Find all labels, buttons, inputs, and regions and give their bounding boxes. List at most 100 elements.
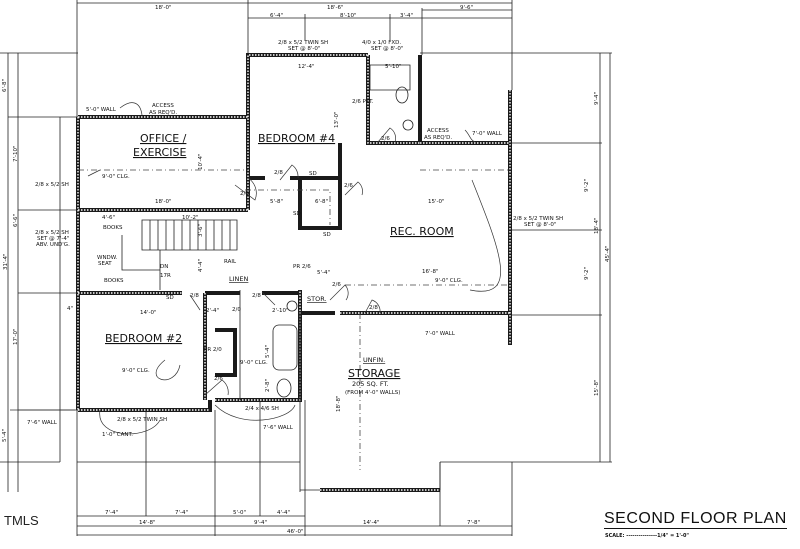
dim-label: 6'-4" bbox=[270, 13, 283, 19]
door-label: 2/8 bbox=[190, 293, 199, 299]
sink-lower bbox=[286, 300, 298, 312]
door-label: 2/6 bbox=[381, 136, 390, 142]
note: 7'-0" WALL bbox=[472, 131, 503, 137]
fixtures bbox=[272, 86, 414, 398]
door-label: 2/8 bbox=[274, 170, 283, 176]
door-label: 2/8 bbox=[252, 293, 261, 299]
dim-label: 9'-2" bbox=[584, 267, 590, 280]
dim-label: 14'-4" bbox=[363, 520, 380, 526]
note: 9'-0" CLG. bbox=[122, 368, 150, 374]
room-label-unfin: UNFIN. bbox=[363, 356, 385, 364]
dim-label: 8'-10" bbox=[340, 13, 357, 19]
dim-label: 14'-8" bbox=[139, 520, 156, 526]
dim-label: 5'-10" bbox=[385, 64, 402, 70]
stairs bbox=[121, 219, 238, 290]
dim-label: 4'-6" bbox=[102, 215, 115, 221]
note: BOOKS bbox=[104, 278, 124, 284]
note: SET @ 8'-0" bbox=[524, 222, 556, 228]
dim-label: 12'-4" bbox=[298, 64, 315, 70]
note: SET @ 8'-0" bbox=[288, 46, 320, 52]
dim-label: 10'-2" bbox=[182, 215, 199, 221]
door-label: 2/6 bbox=[214, 376, 223, 382]
dim-label: 15'-0" bbox=[428, 199, 445, 205]
dim-label: 3'-6" bbox=[198, 224, 204, 237]
dim-label: 31'-4" bbox=[3, 253, 9, 270]
dim-label: 18'-0" bbox=[155, 5, 172, 11]
dim-label: 15'-8" bbox=[594, 379, 600, 396]
dim-label: 16'-8" bbox=[422, 269, 439, 275]
note: 2/8 x 5/2 TWIN SH bbox=[278, 40, 328, 46]
dim-label: 14'-0" bbox=[140, 310, 157, 316]
notes: 5'-0" WALL ACCESS AS REQ'D. ACCESS AS RE… bbox=[27, 40, 563, 438]
room-label-office: OFFICE / bbox=[140, 132, 187, 145]
door-label: 2/8 bbox=[369, 305, 378, 311]
dim-label: 5'-4" bbox=[265, 345, 271, 358]
drawing-scale: SCALE: ---------------1/4" = 1'-0" bbox=[605, 533, 689, 539]
walls bbox=[76, 53, 512, 492]
dim-label: 6'-6" bbox=[13, 214, 19, 227]
dim-label: 2'-4" bbox=[206, 308, 219, 314]
dimension-labels: 18'-0" 18'-6" 9'-6" 6'-4" 8'-10" 3'-4" 1… bbox=[2, 5, 611, 535]
note: ACCESS bbox=[152, 103, 174, 109]
room-label-rec-room: REC. ROOM bbox=[390, 225, 454, 238]
dim-label: 18'-8" bbox=[336, 395, 342, 412]
note: ACCESS bbox=[427, 128, 449, 134]
smoke-detector-label: SD bbox=[323, 232, 331, 238]
note: 17R bbox=[160, 273, 171, 279]
note: 9'-0" CLG. bbox=[435, 278, 463, 284]
dim-label: 6'-8" bbox=[315, 199, 328, 205]
door-label: 2/6 bbox=[344, 183, 353, 189]
dim-label: 46'-0" bbox=[287, 529, 304, 535]
dim-label: 3'-4" bbox=[400, 13, 413, 19]
dim-label: 5'-8" bbox=[270, 199, 283, 205]
note: 2/8 x 5/2 TWIN SH bbox=[513, 216, 563, 222]
dim-label: 4" bbox=[67, 306, 73, 312]
dim-label: 18'-4" bbox=[594, 217, 600, 234]
note: 7'-6" WALL bbox=[263, 425, 294, 431]
note: 7'-0" WALL bbox=[425, 331, 456, 337]
dim-label: 5'-0" bbox=[233, 510, 246, 516]
note: SEAT bbox=[98, 261, 112, 267]
dim-label: 7'-10" bbox=[13, 145, 19, 162]
note: 2/8 x 5/2 SH bbox=[35, 182, 69, 188]
dim-label: 9'-4" bbox=[254, 520, 267, 526]
dim-label: 7'-4" bbox=[105, 510, 118, 516]
note: 2/8 x 5/2 SH bbox=[35, 230, 69, 236]
dim-label: 2'-8" bbox=[265, 379, 271, 392]
storage-area-note: (FROM 4'-0" WALLS) bbox=[345, 390, 400, 396]
door-label: 2/0 bbox=[232, 307, 241, 313]
door-label: 2/6 bbox=[332, 282, 341, 288]
dim-label: 2'-10" bbox=[272, 308, 289, 314]
note: PR 2/0 bbox=[204, 347, 222, 353]
sink-upper bbox=[402, 119, 414, 131]
room-label-bedroom-4: BEDROOM #4 bbox=[258, 132, 335, 145]
door-swings bbox=[189, 127, 396, 396]
note: PR 2/6 bbox=[293, 264, 311, 270]
room-label-exercise: EXERCISE bbox=[133, 146, 186, 159]
note: 7'-6" WALL bbox=[27, 420, 58, 426]
dim-label: 9'-6" bbox=[460, 5, 473, 11]
room-label-storage: STORAGE bbox=[348, 367, 400, 380]
room-label-linen: LINEN bbox=[229, 275, 249, 283]
dim-label: 7'-4" bbox=[175, 510, 188, 516]
note: 2/6 PKT. bbox=[352, 99, 374, 105]
note: ABV. UND'G. bbox=[36, 242, 70, 248]
note: 2/8 x 5/2 TWIN SH bbox=[117, 417, 167, 423]
bathtub bbox=[272, 324, 298, 371]
dim-label: 5'-4" bbox=[2, 429, 8, 442]
dim-label: 4'-4" bbox=[277, 510, 290, 516]
smoke-detector-label: SD bbox=[293, 211, 301, 217]
dim-label: 13'-0" bbox=[334, 111, 340, 128]
watermark-logo: TMLS bbox=[4, 513, 39, 528]
room-label-stor: STOR. bbox=[307, 295, 327, 303]
dim-label: 9'-4" bbox=[594, 92, 600, 105]
dim-label: 4'-4" bbox=[198, 259, 204, 272]
note: SET @ 8'-0" bbox=[371, 46, 403, 52]
note: RAIL bbox=[224, 259, 237, 265]
toilet bbox=[276, 378, 292, 398]
note: AS REQ'D. bbox=[149, 110, 177, 116]
dim-label: 17'-0" bbox=[13, 328, 19, 345]
note: 4/0 x 1/0 FXD. bbox=[362, 40, 401, 46]
note: SET @ 7'-4" bbox=[37, 236, 69, 242]
note: 2/4 x 4/6 SH bbox=[245, 406, 279, 412]
